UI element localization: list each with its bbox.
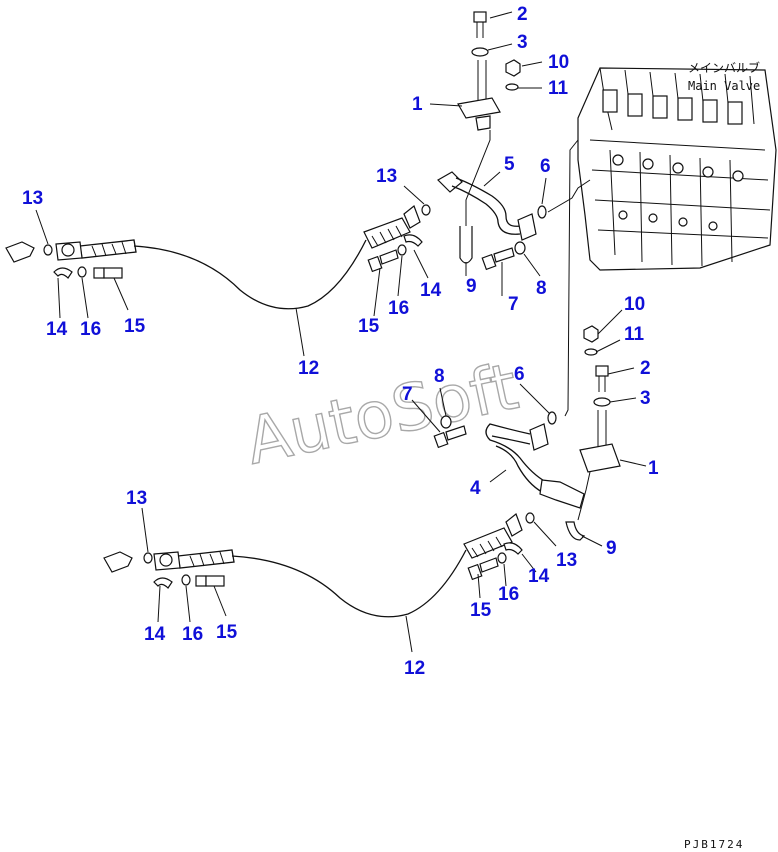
washer-16-left-lower xyxy=(181,574,191,586)
callout-15-upper-right: 15 xyxy=(358,316,380,337)
main-valve-label-en: Main Valve xyxy=(688,79,760,93)
callout-16-left-lower: 16 xyxy=(182,624,203,645)
bolt-upper xyxy=(473,11,487,38)
split-flange-lower-right xyxy=(503,542,523,555)
main-valve-label-jp: メインバルブ xyxy=(688,60,760,75)
fitting-left-upper xyxy=(5,241,35,263)
washer-8-lower xyxy=(440,415,452,429)
washer-8-upper xyxy=(514,241,526,255)
callout-16-left-upper: 16 xyxy=(80,319,101,340)
o-ring-13-left-upper xyxy=(43,244,53,256)
callout-13-upper: 13 xyxy=(376,166,397,187)
callout-6-upper: 6 xyxy=(540,156,551,177)
callout-14-left-upper: 14 xyxy=(46,319,68,340)
callout-7-lower: 7 xyxy=(402,384,413,405)
bolt-15-lower-right xyxy=(467,557,499,581)
fitting-left-lower xyxy=(103,551,133,573)
callout-14-upper-right: 14 xyxy=(420,280,442,301)
hose-upper xyxy=(55,239,367,310)
split-flange-left-upper xyxy=(53,267,73,279)
tube-lower xyxy=(485,423,585,509)
main-valve xyxy=(577,67,777,271)
o-ring-13-lower-right xyxy=(525,512,535,524)
u-bolt-lower xyxy=(565,521,586,541)
callout-10-upper: 10 xyxy=(548,52,569,73)
callout-9-upper: 9 xyxy=(466,276,477,297)
washer-11-lower xyxy=(584,348,598,356)
drawing-code: PJB1724 xyxy=(684,838,744,851)
nut-upper xyxy=(505,59,521,77)
bolt-lower xyxy=(595,365,609,392)
o-ring-lower xyxy=(547,411,557,425)
callout-6-lower: 6 xyxy=(514,364,525,385)
o-ring-13-left-lower xyxy=(143,552,153,564)
callout-13-lower-right: 13 xyxy=(556,550,577,571)
bolt-15-left-lower xyxy=(195,575,225,587)
callout-2-lower: 2 xyxy=(640,358,651,379)
washer-16-left-upper xyxy=(77,266,87,278)
bracket-upper xyxy=(457,60,501,131)
callout-12-lower: 12 xyxy=(404,658,425,679)
callout-3-lower: 3 xyxy=(640,388,651,409)
callout-2-upper: 2 xyxy=(517,4,528,25)
washer-16-lower-right xyxy=(497,552,507,564)
callout-14-lower-right: 14 xyxy=(528,566,550,587)
callout-11-lower: 11 xyxy=(624,324,645,345)
bolt-15-left-upper xyxy=(93,267,123,279)
bracket-lower xyxy=(579,410,621,473)
tube-upper xyxy=(437,171,537,241)
washer-11-upper xyxy=(505,83,519,91)
callout-16-upper-right: 16 xyxy=(388,298,409,319)
callout-4: 4 xyxy=(470,478,481,499)
split-flange-upper-right xyxy=(403,234,423,247)
callout-3-upper: 3 xyxy=(517,32,528,53)
o-ring-13-upper xyxy=(421,204,431,216)
callout-15-left-lower: 15 xyxy=(216,622,238,643)
callout-labels: 2 3 10 11 1 5 6 13 9 7 8 14 16 15 12 13 … xyxy=(22,4,659,679)
callout-14-left-lower: 14 xyxy=(144,624,166,645)
callout-13-left-upper: 13 xyxy=(22,188,43,209)
callout-1-upper: 1 xyxy=(412,94,423,115)
callout-5: 5 xyxy=(504,154,515,175)
callout-7-upper: 7 xyxy=(508,294,519,315)
bolt-15-upper-right xyxy=(367,249,399,273)
bolt-7-upper xyxy=(481,247,515,271)
washer-16-upper-right xyxy=(397,244,407,256)
callout-11-upper: 11 xyxy=(548,78,569,99)
callout-13-left-lower: 13 xyxy=(126,488,147,509)
hose-end-lower-right xyxy=(463,513,523,559)
washer-lower xyxy=(593,397,611,407)
callout-8-upper: 8 xyxy=(536,278,547,299)
washer-upper xyxy=(471,47,489,57)
leader-lines xyxy=(35,11,647,653)
callout-15-left-upper: 15 xyxy=(124,316,146,337)
bolt-7-lower xyxy=(433,425,467,449)
callout-12-upper: 12 xyxy=(298,358,319,379)
o-ring-upper xyxy=(537,205,547,219)
hose-end-upper-right xyxy=(363,205,421,249)
callout-8-lower: 8 xyxy=(434,366,445,387)
nut-lower xyxy=(583,325,599,343)
hose-lower xyxy=(153,549,467,618)
split-flange-left-lower xyxy=(153,577,173,589)
callout-9-lower: 9 xyxy=(606,538,617,559)
callout-10-lower: 10 xyxy=(624,294,645,315)
callout-16-lower-right: 16 xyxy=(498,584,519,605)
callout-15-lower-right: 15 xyxy=(470,600,492,621)
watermark: AutoSoft xyxy=(240,350,524,480)
u-bolt-upper xyxy=(459,226,473,264)
callout-1-lower: 1 xyxy=(648,458,659,479)
